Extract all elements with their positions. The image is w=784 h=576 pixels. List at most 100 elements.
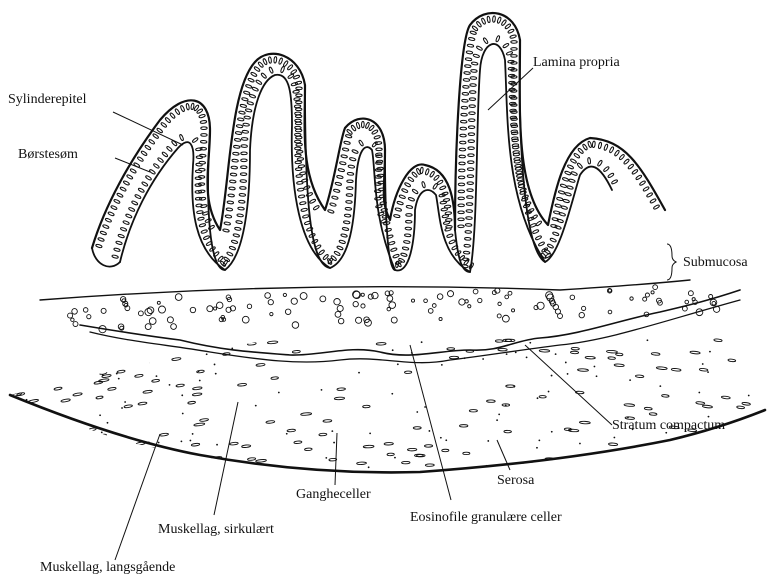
nucleus — [297, 157, 304, 160]
submucosa-cell — [439, 317, 442, 320]
muscle-dot — [158, 442, 160, 444]
muscle-fiber — [503, 339, 512, 342]
nucleus — [295, 154, 301, 157]
muscle-fiber — [674, 466, 681, 469]
nucleus — [650, 198, 657, 203]
nucleus — [445, 227, 452, 231]
nucleus — [141, 150, 148, 156]
muscle-dot — [440, 437, 442, 439]
muscle-dot — [482, 358, 484, 360]
lead-stratum-compactum — [525, 345, 612, 425]
nucleus — [224, 222, 231, 226]
muscle-fiber — [447, 348, 455, 350]
muscle-dot — [421, 341, 423, 343]
muscle-dot — [369, 433, 371, 435]
nucleus — [573, 153, 580, 159]
muscle-fiber — [271, 377, 279, 380]
nucleus — [371, 129, 378, 134]
nucleus — [653, 204, 660, 209]
nucleus — [228, 194, 235, 197]
submucosa-cell — [508, 291, 512, 295]
muscle-dot — [124, 401, 126, 403]
nucleus — [511, 130, 518, 133]
muscle-dot — [496, 419, 498, 421]
muscle-dot — [709, 351, 711, 353]
nucleus — [296, 94, 302, 97]
nucleus — [473, 54, 480, 58]
nucleus — [339, 240, 346, 244]
nucleus — [241, 166, 247, 169]
muscle-fiber — [52, 371, 61, 375]
muscle-fiber — [571, 347, 579, 350]
lead-eosinofile — [410, 345, 451, 500]
nucleus — [229, 180, 236, 183]
nucleus — [153, 163, 160, 169]
muscle-dot — [169, 384, 171, 386]
nucleus — [558, 190, 565, 194]
labels: Sylinderepitel Børstesøm Lamina propria … — [8, 55, 748, 575]
leader-lines — [113, 68, 676, 560]
muscle-dot — [333, 442, 335, 444]
nucleus — [376, 148, 382, 151]
muscle-fiber — [304, 448, 312, 451]
muscle-dot — [707, 371, 709, 373]
nucleus — [330, 255, 337, 261]
muscle-fiber — [242, 445, 251, 448]
muscle-fiber — [334, 397, 344, 400]
nucleus — [466, 210, 473, 213]
nucleus — [175, 108, 181, 115]
nucleus — [191, 103, 195, 110]
nucleus — [390, 247, 397, 251]
nucleus — [313, 205, 320, 211]
nucleus — [200, 120, 207, 123]
nucleus — [237, 214, 244, 217]
muscle-fiber — [229, 468, 236, 471]
muscle-fiber — [96, 434, 107, 438]
muscle-dot — [81, 436, 83, 438]
muscle-fiber — [463, 452, 470, 454]
nucleus — [240, 173, 246, 176]
muscle-fiber — [176, 384, 185, 387]
label-stratum-compactum: Stratum compactum — [612, 418, 725, 433]
muscle-fiber — [247, 342, 256, 345]
submucosa-cell — [87, 315, 91, 319]
nucleus — [592, 141, 595, 148]
muscle-fiber — [570, 351, 578, 354]
nucleus — [404, 234, 411, 237]
nucleus — [405, 220, 412, 223]
muscle-dot — [118, 378, 120, 380]
fold-base-4 — [385, 150, 395, 270]
submucosa-cell — [101, 308, 106, 313]
nucleus — [538, 241, 545, 246]
muscle-dot — [397, 363, 399, 365]
submucosa-cell — [356, 317, 362, 323]
nucleus — [467, 189, 473, 192]
nucleus — [123, 220, 130, 225]
submucosa-cell — [630, 297, 633, 300]
nucleus — [297, 181, 304, 184]
muscle-fiber — [292, 350, 300, 353]
submucosa-cell — [291, 298, 297, 304]
nucleus — [339, 161, 346, 165]
nucleus — [179, 134, 184, 141]
muscle-fiber — [238, 383, 247, 386]
stratum-compactum-line-2 — [90, 300, 740, 363]
muscle-fiber — [108, 387, 117, 391]
nucleus — [233, 233, 240, 237]
muscle-dot — [722, 467, 724, 469]
nucleus — [420, 167, 423, 174]
muscle-fiber — [649, 413, 657, 416]
label-lamina-propria: Lamina propria — [533, 55, 620, 70]
nucleus — [458, 183, 464, 186]
submucosa-cell — [149, 318, 156, 325]
muscle-fiber — [130, 351, 139, 355]
muscle-fiber — [73, 392, 83, 396]
muscle-fiber — [593, 467, 602, 470]
muscle-dot — [26, 443, 28, 445]
nucleus — [112, 255, 119, 259]
nucleus — [297, 188, 304, 191]
muscle-fiber — [690, 351, 700, 354]
muscle-fiber — [424, 445, 432, 448]
muscle-dot — [286, 433, 288, 435]
nucleus — [332, 196, 339, 200]
